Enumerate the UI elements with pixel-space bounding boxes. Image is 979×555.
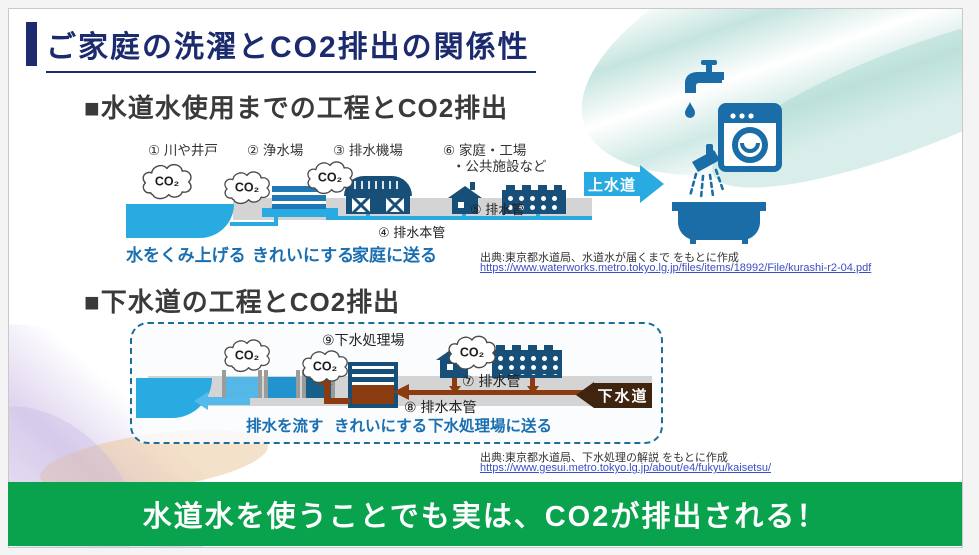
main-sewer-pipe xyxy=(408,390,652,395)
co2-label: CO₂ xyxy=(154,174,180,189)
co2-label: CO₂ xyxy=(459,345,485,360)
process-label-discharge: 排水を流す xyxy=(246,418,324,435)
co2-label: CO₂ xyxy=(317,170,343,185)
pump-station-body-icon xyxy=(346,196,410,214)
intake-pipe xyxy=(230,222,278,226)
purification-plant-icon xyxy=(272,186,326,209)
source1-text: 出典:東京都水道局、水道水が届くまで をもとに作成 xyxy=(480,252,739,264)
conclusion-banner-text: 水道水を使うことでも実は、CO2が排出される！ xyxy=(142,501,828,533)
pipe-label-8: ⑧ 排水本管 xyxy=(404,399,477,415)
page-title: ご家庭の洗濯とCO2排出の関係性 xyxy=(46,22,536,73)
co2-label: CO₂ xyxy=(312,359,338,374)
stage-label-purification-plant: ② 浄水場 xyxy=(247,143,304,158)
co2-cloud: CO₂ xyxy=(222,170,272,206)
bathtub-icon xyxy=(672,202,766,244)
pump-x-panel xyxy=(386,198,404,212)
co2-cloud: CO₂ xyxy=(222,338,272,374)
source1-link[interactable]: https://www.waterworks.metro.tokyo.lg.jp… xyxy=(480,262,872,274)
stage-label-river-well: ① 川や井戸 xyxy=(148,143,218,158)
slide-frame xyxy=(8,8,963,548)
source2-text: 出典:東京都水道局、下水処理の解説 をもとに作成 xyxy=(480,452,728,464)
co2-label: CO₂ xyxy=(234,348,260,363)
discharge-arrow-icon xyxy=(194,392,208,410)
house-window-icon xyxy=(447,364,453,370)
main-distribution-pipe xyxy=(326,216,592,220)
conclusion-banner: 水道水を使うことでも実は、CO2が排出される！ xyxy=(8,482,962,546)
sewer-arrow-label: 下水道 xyxy=(597,388,649,405)
discharge-arrow-stem xyxy=(208,397,250,405)
return-pipe xyxy=(324,398,350,404)
stage-label-public-facilities: ・公共施設など xyxy=(452,159,547,174)
stage-label-homes-factories: ⑥ 家庭・工場 xyxy=(443,143,527,158)
purification-plant-base xyxy=(262,208,338,217)
return-pipe-riser xyxy=(324,384,330,400)
main-sewer-arrow-icon xyxy=(393,384,409,400)
treatment-tank-2 xyxy=(264,370,300,398)
factory-icon xyxy=(492,345,562,378)
co2-cloud-icon xyxy=(302,350,348,384)
co2-cloud: CO₂ xyxy=(305,160,355,196)
co2-cloud-icon xyxy=(448,335,496,370)
pump-station-roof-icon xyxy=(344,176,412,196)
pump-x-panel xyxy=(352,198,370,212)
shower-icon xyxy=(688,144,725,200)
sewer-drop-stem xyxy=(452,378,457,387)
intake-pipe-riser xyxy=(274,212,278,224)
house-roof-icon xyxy=(448,186,482,198)
section2-heading: ■下水道の工程とCO2排出 xyxy=(84,287,401,317)
sewer-arrow-head-icon xyxy=(576,382,594,408)
treatment-building-icon xyxy=(348,362,398,408)
co2-cloud: CO₂ xyxy=(300,349,350,385)
process-label-clean2: きれいにする xyxy=(334,418,428,435)
water-supply-arrow-label: 上水道 xyxy=(587,176,636,194)
sewer-arrow: 下水道 xyxy=(594,383,652,408)
stage-label-pump-station: ③ 排水機場 xyxy=(333,143,403,158)
process-label-pump-up: 水をくみ上げる xyxy=(126,246,246,265)
section1-heading: ■水道水使用までの工程とCO2排出 xyxy=(84,93,509,123)
pipe-label-4: ④ 排水本管 xyxy=(378,225,446,240)
house-window-icon xyxy=(458,202,464,208)
co2-cloud: CO₂ xyxy=(140,163,194,201)
co2-label: CO₂ xyxy=(234,180,260,195)
pipe-label-5: ⑤ 排水管 xyxy=(470,202,525,217)
title-accent-bar xyxy=(26,22,37,66)
river-water xyxy=(126,204,234,238)
process-label-send-plant: 下水処理場に送る xyxy=(428,418,553,435)
co2-cloud-icon xyxy=(224,339,270,373)
co2-cloud-icon xyxy=(142,163,192,200)
pipe-label-7: ⑦ 排水管 xyxy=(462,373,521,389)
water-supply-arrow-head-icon xyxy=(640,165,664,203)
faucet-icon xyxy=(685,60,724,119)
process-label-send-home: 家庭に送る xyxy=(352,246,437,265)
treatment-plant-label: ⑨下水処理場 xyxy=(322,332,405,348)
washing-machine-icon xyxy=(718,103,782,172)
water-supply-arrow: 上水道 xyxy=(584,172,640,196)
co2-cloud: CO₂ xyxy=(446,334,498,372)
factory-icon xyxy=(502,185,566,214)
co2-cloud-icon xyxy=(224,171,270,205)
process-label-clean: きれいにする xyxy=(252,246,355,265)
co2-cloud-icon xyxy=(307,161,353,195)
sewer-drop-stem xyxy=(530,378,535,387)
treatment-tank-1 xyxy=(222,370,262,398)
source2-link[interactable]: https://www.gesui.metro.tokyo.lg.jp/abou… xyxy=(480,462,772,474)
